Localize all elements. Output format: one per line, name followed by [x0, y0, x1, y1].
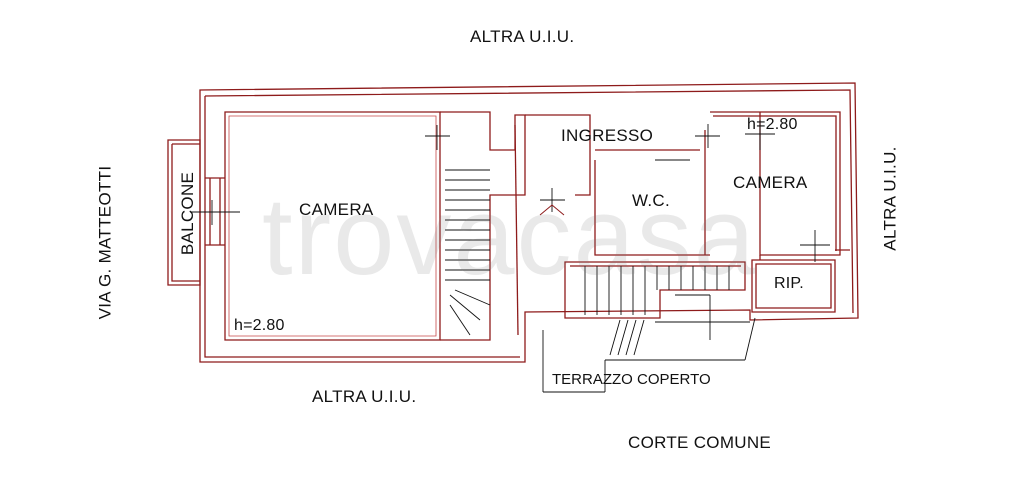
outer-wall-inner: [204, 89, 854, 314]
label-height-right: h=2.80: [747, 116, 798, 133]
balcony-outline: [167, 139, 201, 286]
stair-central-outline: [564, 261, 746, 319]
label-corte-comune: CORTE COMUNE: [628, 433, 772, 452]
watermark-text: trovacasa: [262, 175, 757, 298]
stair-left-outline: [440, 111, 526, 341]
label-wc: W.C.: [632, 191, 671, 210]
label-height-left: h=2.80: [234, 317, 285, 334]
label-camera-right: CAMERA: [733, 173, 808, 192]
label-bottom-altra-uiu: ALTRA U.I.U.: [312, 387, 417, 406]
outer-wall: [199, 82, 859, 363]
label-terrazzo-coperto: TERRAZZO COPERTO: [552, 371, 711, 388]
label-ingresso: INGRESSO: [561, 126, 654, 145]
label-rip: RIP.: [774, 275, 804, 292]
rip-room: [751, 259, 836, 313]
label-camera-left: CAMERA: [299, 200, 374, 219]
label-top-altra-uiu: ALTRA U.I.U.: [470, 27, 575, 46]
label-right-altra-uiu: ALTRA U.I.U.: [880, 146, 900, 251]
label-via-matteotti: VIA G. MATTEOTTI: [95, 165, 115, 320]
label-balcone: BALCONE: [178, 171, 198, 256]
